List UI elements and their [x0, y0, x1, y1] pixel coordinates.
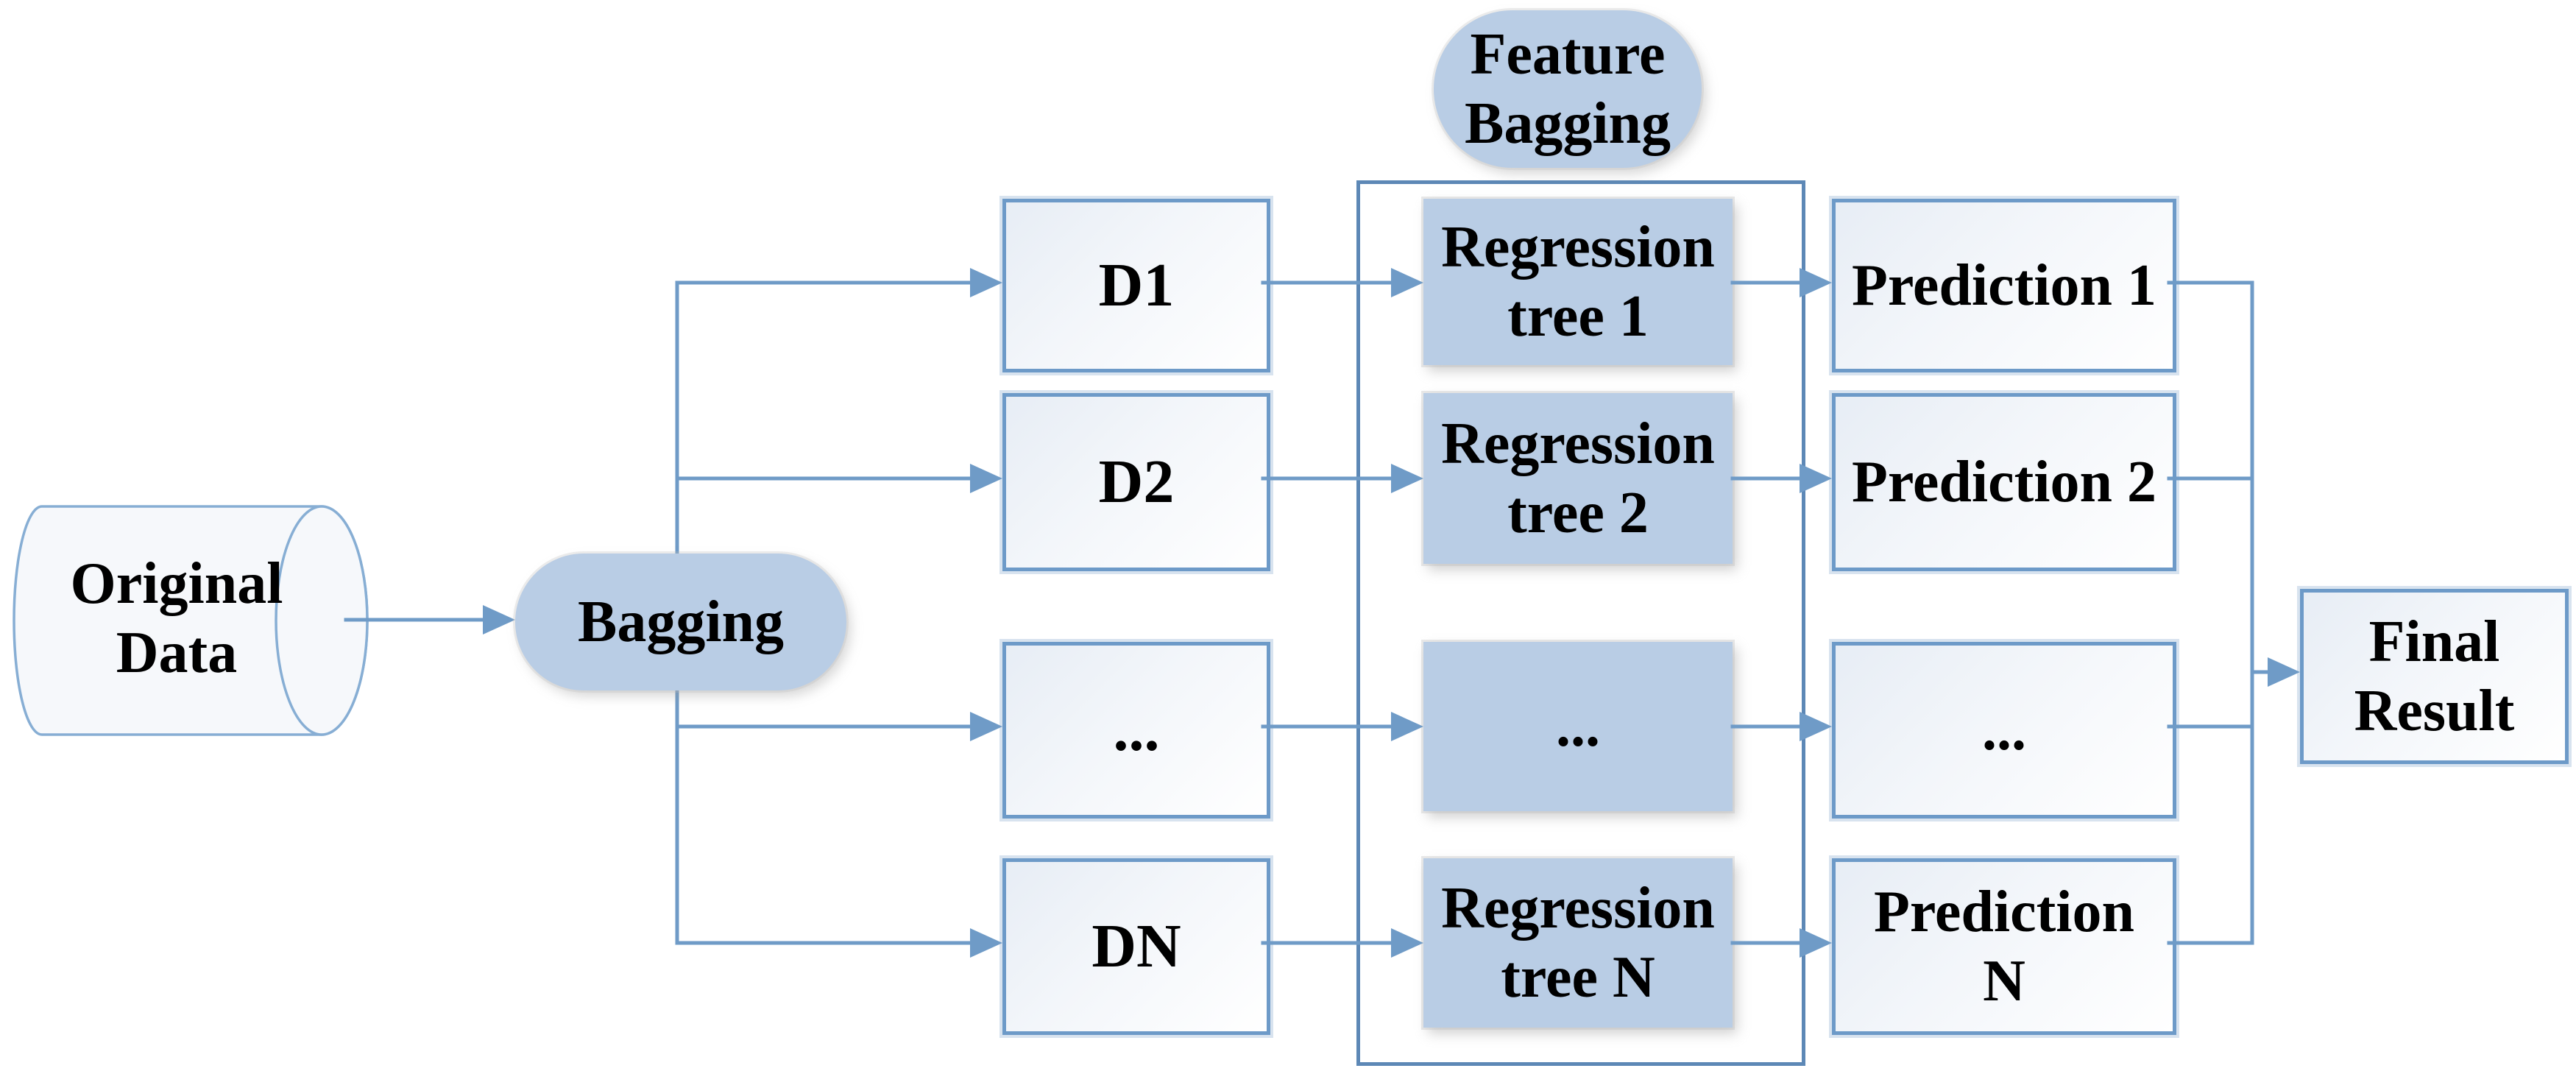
arrowhead-into-final-result — [2268, 657, 2300, 687]
arrowhead-into-dn — [970, 928, 1002, 958]
original-data-node: Original Data — [29, 515, 324, 721]
bagging-node: Bagging — [515, 554, 846, 690]
feature-bagging-node: Feature Bagging — [1434, 10, 1702, 168]
original-data-cylinder — [13, 505, 369, 736]
treen-label-line1: Regression — [1441, 875, 1715, 941]
arrowhead-into-treen — [1391, 928, 1423, 958]
prediction-n-box: Prediction N — [1832, 858, 2176, 1035]
regression-tree-2-box: Regression tree 2 — [1423, 393, 1733, 564]
dataset-box-d1: D1 — [1002, 199, 1270, 372]
regression-tree-1-box: Regression tree 1 — [1423, 199, 1733, 365]
arrowhead-into-d1 — [970, 268, 1002, 297]
tree1-label-line1: Regression — [1441, 214, 1715, 280]
dataset-box-ellipsis: ... — [1002, 642, 1270, 819]
tree1-label-line2: tree 1 — [1507, 284, 1649, 349]
arrowhead-into-d3 — [970, 712, 1002, 741]
predictionn-label-line2: N — [1983, 949, 2025, 1014]
arrowhead-into-tree2 — [1391, 464, 1423, 493]
arrowhead-into-tree1 — [1391, 268, 1423, 297]
prediction-ellipsis-label: ... — [1982, 697, 2026, 763]
prediction2-label: Prediction 2 — [1851, 449, 2157, 515]
prediction-2-box: Prediction 2 — [1832, 393, 2176, 571]
arrowhead-into-d2 — [970, 464, 1002, 493]
tree2-label-line1: Regression — [1441, 411, 1715, 476]
arrowhead-into-tree3 — [1391, 712, 1423, 741]
feature-bagging-container — [1356, 180, 1805, 1066]
dataset-dn-label: DN — [1091, 912, 1181, 981]
feature-bagging-label-line2: Bagging — [1464, 91, 1671, 156]
prediction-ellipsis-box: ... — [1832, 642, 2176, 819]
prediction1-label: Prediction 1 — [1851, 252, 2157, 318]
arrowhead-into-predictionn — [1800, 928, 1832, 958]
original-data-label-line2: Data — [116, 621, 238, 685]
dataset-ellipsis-label: ... — [1113, 696, 1160, 765]
dataset-box-dn: DN — [1002, 858, 1270, 1035]
feature-bagging-label-line1: Feature — [1470, 21, 1666, 87]
predictionn-label-line1: Prediction — [1873, 879, 2135, 944]
tree-ellipsis-label: ... — [1556, 693, 1600, 759]
arrowhead-into-prediction3 — [1800, 712, 1832, 741]
arrowhead-into-bagging — [483, 605, 515, 635]
dataset-d1-label: D1 — [1098, 251, 1175, 320]
treen-label-line2: tree N — [1501, 945, 1655, 1010]
tree2-label-line2: tree 2 — [1507, 481, 1649, 545]
final-result-box: Final Result — [2300, 589, 2569, 764]
dataset-d2-label: D2 — [1098, 448, 1175, 517]
final-result-label-line2: Result — [2354, 679, 2515, 743]
arrowhead-into-prediction1 — [1800, 268, 1832, 297]
regression-tree-ellipsis-box: ... — [1423, 642, 1733, 811]
bagging-label: Bagging — [577, 589, 785, 654]
original-data-label-line1: Original — [70, 551, 283, 616]
final-result-label-line1: Final — [2368, 609, 2500, 674]
dataset-box-d2: D2 — [1002, 393, 1270, 571]
regression-tree-n-box: Regression tree N — [1423, 858, 1733, 1028]
prediction-1-box: Prediction 1 — [1832, 199, 2176, 372]
arrowhead-into-prediction2 — [1800, 464, 1832, 493]
